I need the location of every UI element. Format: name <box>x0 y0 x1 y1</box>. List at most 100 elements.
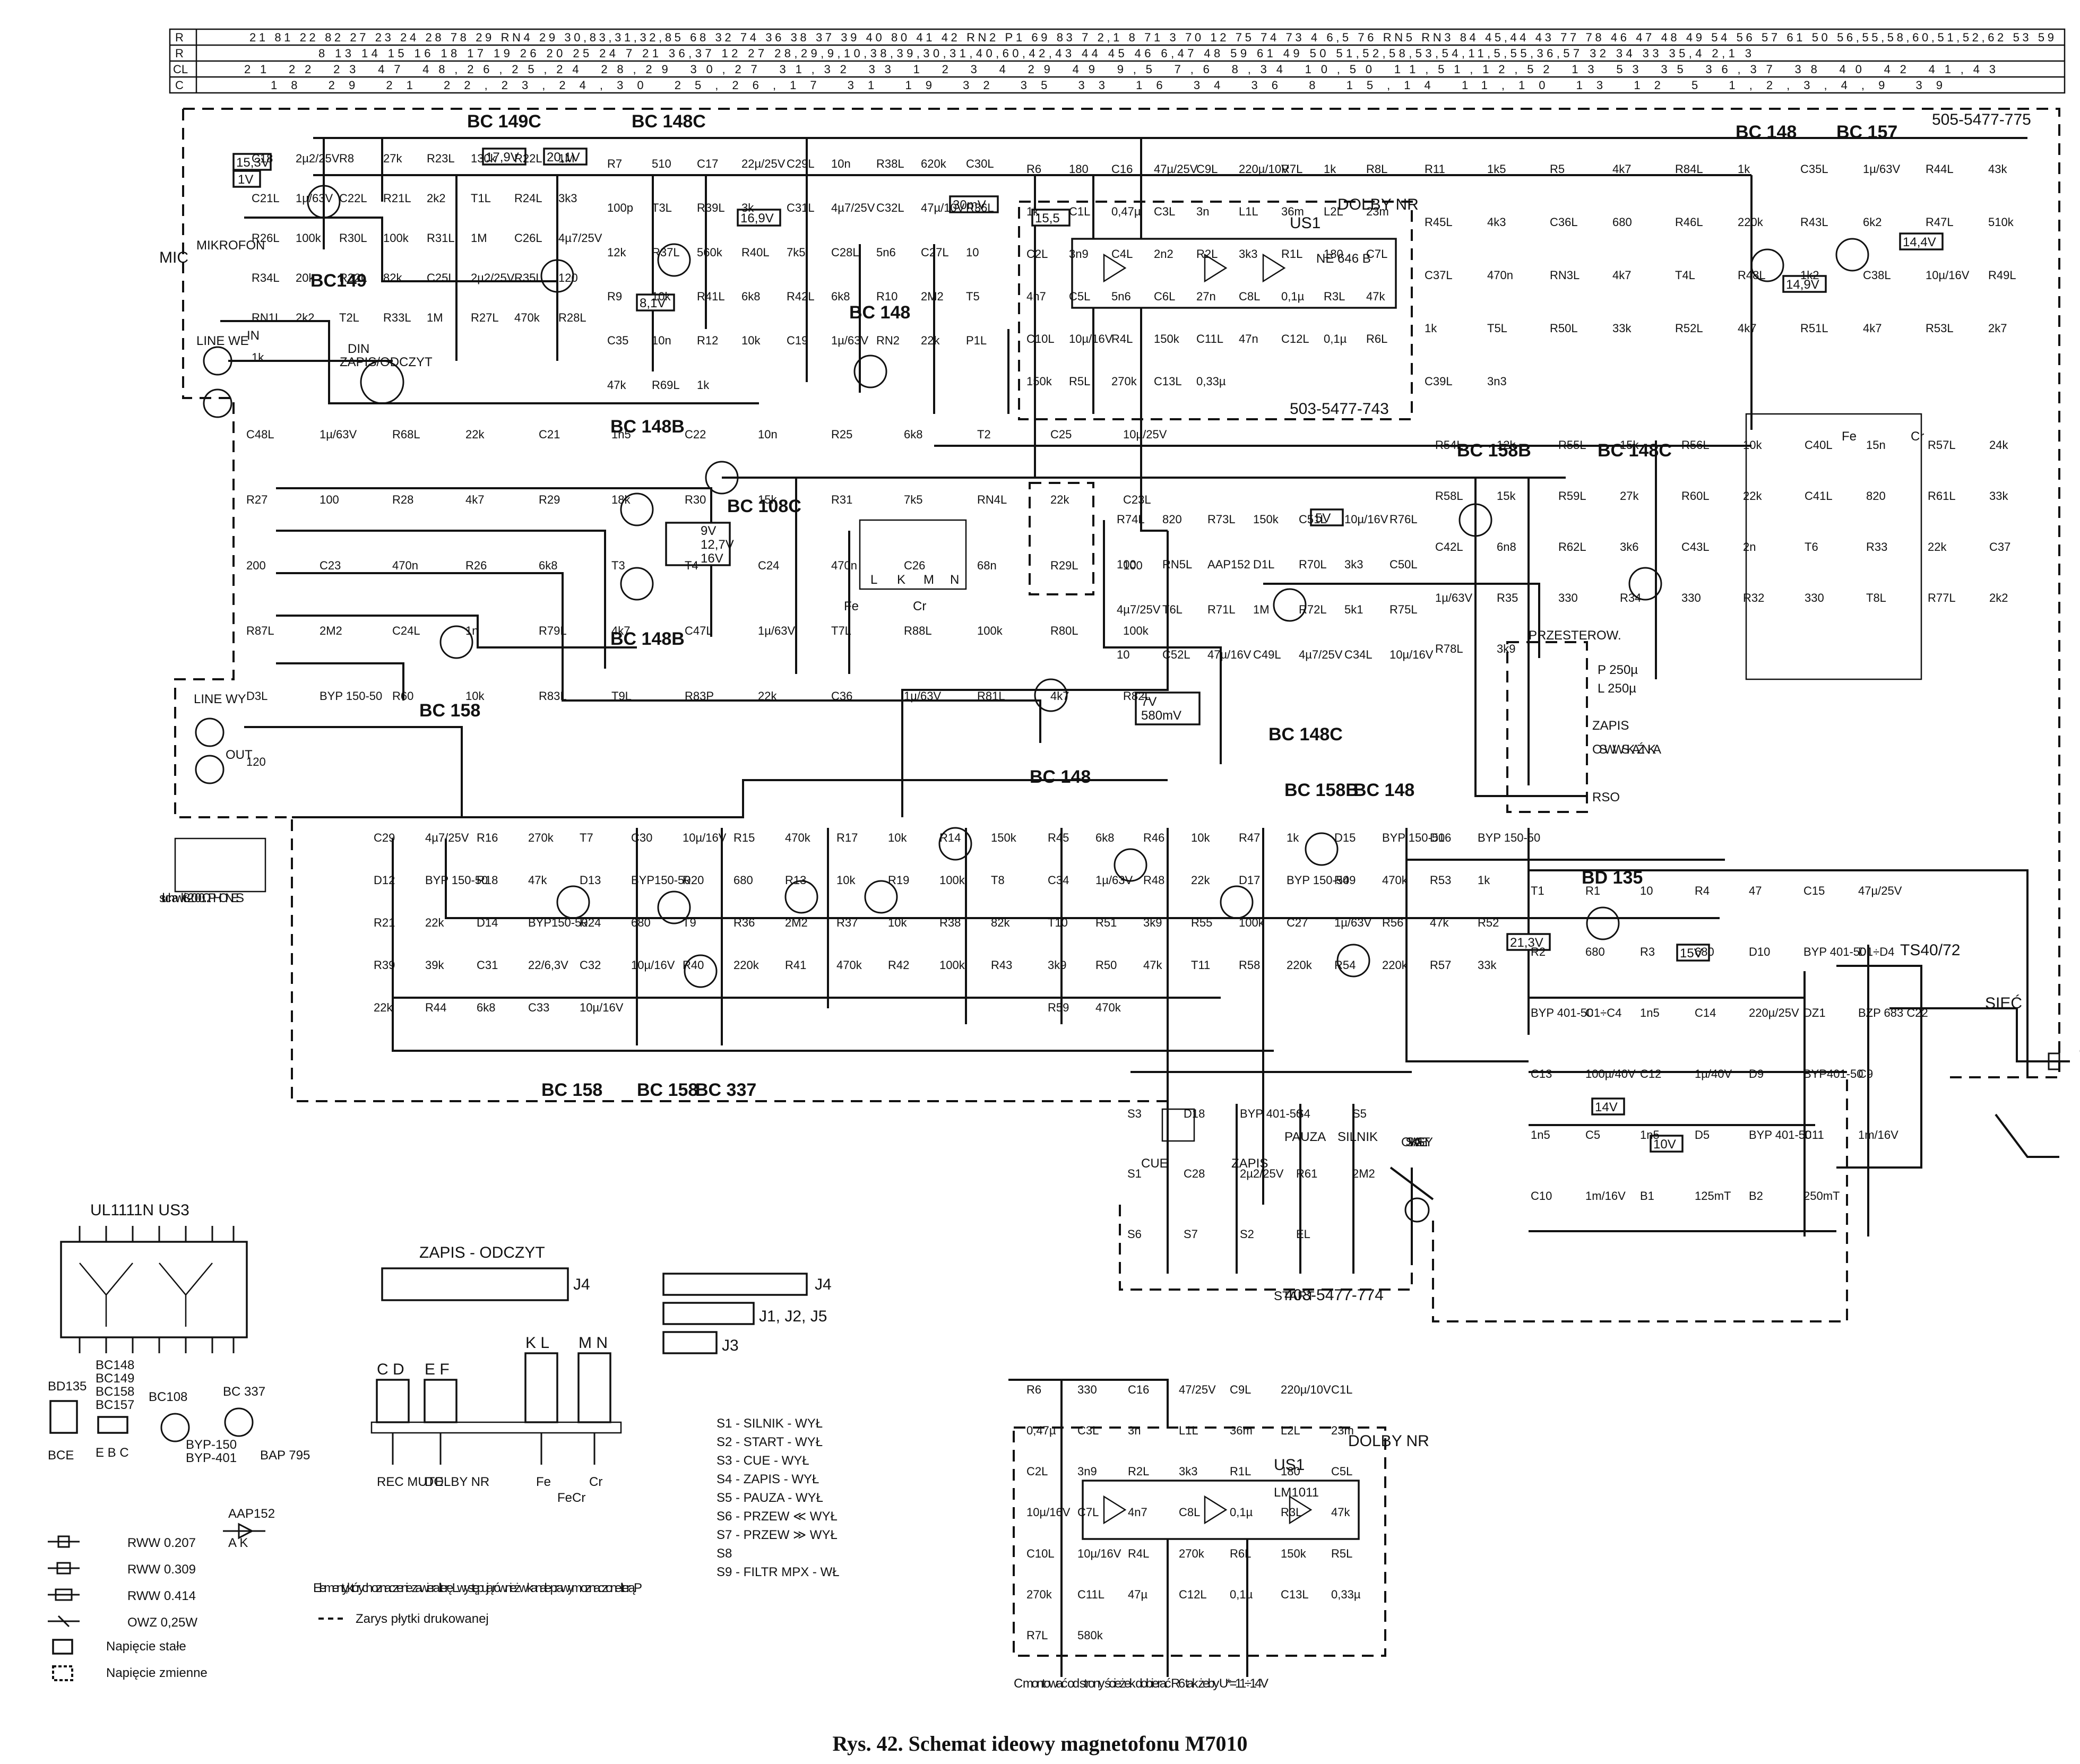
component-label: 1n <box>465 624 478 637</box>
component-label: R22L <box>514 152 542 165</box>
component-label: R47 <box>1239 831 1260 844</box>
component-label: C36L <box>1550 215 1578 229</box>
component-label: R60 <box>392 689 413 703</box>
component-label: R87L <box>246 624 274 637</box>
voltage-tag: 20,1V <box>547 150 580 165</box>
transistor-label: BC149 <box>310 271 367 291</box>
component-label: BYP 150-50 <box>320 689 382 703</box>
voltage-tag: 10V <box>1653 1137 1676 1152</box>
component-label: L2L <box>1324 205 1343 218</box>
component-label: 2k2 <box>296 311 314 324</box>
component-label: C9L <box>1230 1383 1251 1396</box>
component-label: T4L <box>1675 269 1695 282</box>
block-mn: M N <box>579 1334 608 1352</box>
connector-blocks: ZAPIS - ODCZYT J4 J4 J1, J2, J5 J3 C D E… <box>370 1244 832 1505</box>
us1-title-top: US1 <box>1290 214 1321 232</box>
component-label: 10k <box>465 689 485 703</box>
component-label: R11 <box>1425 162 1445 176</box>
component-label: R76L <box>1389 513 1418 526</box>
component-label: 47k <box>607 378 626 392</box>
component-label: C34L <box>1344 648 1373 661</box>
header-row-r2: 8 13 14 15 16 18 17 19 26 20 25 24 7 21 … <box>318 47 1751 60</box>
component-label: C32L <box>876 201 904 214</box>
component-label: 1µ/63V <box>758 624 795 637</box>
component-label: 1µ/63V <box>904 689 941 703</box>
voltage-tag: 14V <box>1595 1100 1618 1114</box>
component-label: 36m <box>1281 205 1304 218</box>
component-label: C9 <box>1858 1067 1873 1080</box>
component-label: C13L <box>1154 375 1182 388</box>
component-label: R40 <box>683 958 704 972</box>
component-label: 10k <box>1743 438 1762 452</box>
board-id-switch: 403-5477-774 <box>1284 1286 1384 1304</box>
component-label: T3L <box>652 201 672 214</box>
component-label: C11L <box>1077 1588 1104 1601</box>
component-label: C15 <box>1803 884 1825 897</box>
tape-switch-label: Fe <box>844 599 859 613</box>
legend-resistor: RWW 0.414 <box>127 1589 196 1603</box>
board-id-main: 505-5477-775 <box>1932 111 2031 128</box>
component-label: 47µ <box>1128 1588 1147 1601</box>
component-label: C2L <box>1026 247 1048 261</box>
transistor-label: BC 158B <box>1284 780 1359 800</box>
component-label: 47/25V <box>1179 1383 1216 1396</box>
pinout-label: BC108 <box>149 1390 187 1404</box>
transistor-label: BC 108C <box>727 496 801 516</box>
component-label: T1 <box>1531 884 1544 897</box>
component-label: 4k7 <box>611 624 630 637</box>
component-label: 47n <box>1239 332 1258 345</box>
us1-type: NE 646 B <box>1316 252 1371 266</box>
j4-label: J4 <box>573 1276 590 1293</box>
component-label: 0,33µ <box>1331 1588 1361 1601</box>
j4-title: ZAPIS - ODCZYT <box>419 1244 545 1261</box>
component-label: C38L <box>1863 269 1891 282</box>
bottom-switch-label: CUE <box>1141 1156 1168 1171</box>
component-label: BYP 150-50 <box>1287 874 1349 887</box>
component-label: R38 <box>939 916 961 929</box>
component-label: L1L <box>1179 1424 1198 1437</box>
component-label: C10L <box>1026 332 1055 345</box>
switch-bank: PRZESTEROW. P 250µ L 250µ ZAPIS OSW. WSK… <box>1506 628 1661 813</box>
voltage-tag: 580mV <box>1141 708 1181 723</box>
component-label: R28 <box>392 493 413 506</box>
header-label-r1: R <box>175 31 184 44</box>
tape-switch-label: L <box>870 573 877 587</box>
component-label: 150k <box>1253 513 1279 526</box>
bottom-switch-label: OSW. KASETY <box>1401 1135 1433 1149</box>
component-label: 470k <box>1095 1001 1121 1014</box>
component-label: C5 <box>1585 1128 1600 1142</box>
component-label: 4n7 <box>1026 290 1046 303</box>
component-label: C7L <box>1366 247 1387 261</box>
component-label: T11 <box>1191 958 1210 972</box>
tape-switch-label: Fe <box>1842 429 1857 444</box>
component-label: R3L <box>1281 1506 1302 1519</box>
component-label: D14 <box>477 916 498 929</box>
voltage-tag: 30mV <box>953 198 986 212</box>
component-label: 1µ/63V <box>1334 916 1371 929</box>
component-label: S1 <box>1127 1167 1142 1180</box>
component-label: 22/6,3V <box>528 958 568 972</box>
voltage-tags: 15,3V 1V 17,9V 20,1V 8,1V 16,9V 30mV 15,… <box>232 148 1944 1153</box>
block-kl: K L <box>525 1334 549 1352</box>
component-label: 22k <box>374 1001 393 1014</box>
component-label: 120 <box>558 271 578 284</box>
component-label: 4k3 <box>1487 215 1506 229</box>
component-label: C29L <box>787 157 815 170</box>
pinout-label: BCE <box>48 1448 74 1463</box>
component-label: T10 <box>1048 916 1068 929</box>
component-label: R56L <box>1681 438 1710 452</box>
component-label: 220µ/10V <box>1239 162 1289 176</box>
figure-caption: Rys. 42. Schemat ideowy magnetofonu M701… <box>832 1732 1248 1756</box>
connector-line-we: LINE WE <box>196 334 249 348</box>
component-label: 220µ/10V <box>1281 1383 1331 1396</box>
component-label: BYP150-50 <box>528 916 588 929</box>
component-label: T9L <box>611 689 632 703</box>
component-label: R18 <box>477 874 498 887</box>
switch-bank-item: L 250µ <box>1598 681 1636 696</box>
component-label: R31 <box>831 493 852 506</box>
component-label: C32 <box>580 958 601 972</box>
component-label: 470n <box>392 559 418 572</box>
component-label: C6L <box>1154 290 1175 303</box>
component-label: 620k <box>921 157 947 170</box>
